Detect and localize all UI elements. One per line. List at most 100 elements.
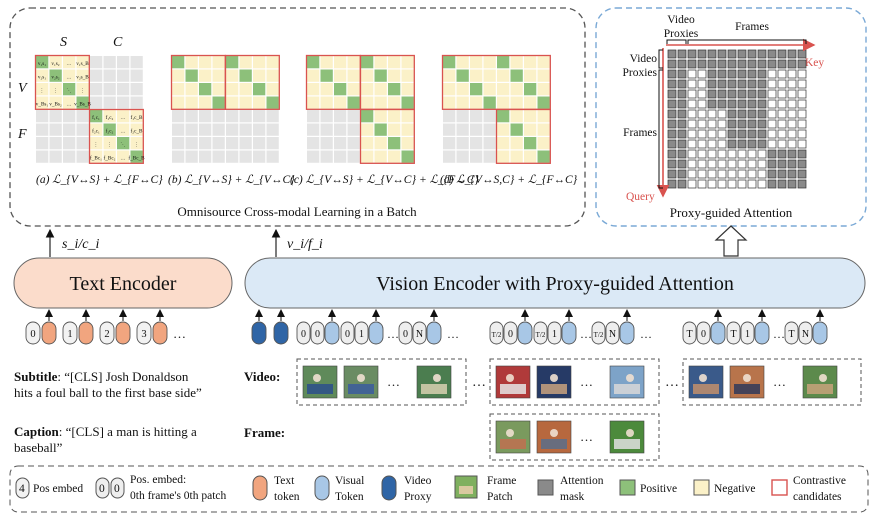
- matrix-cell: [497, 150, 510, 163]
- text-output-label: s_i/c_i: [62, 237, 99, 252]
- attention-cell: [737, 79, 747, 89]
- attention-cell: [697, 109, 707, 119]
- key-label: Key: [805, 57, 824, 69]
- attention-cell: [717, 109, 727, 119]
- matrix-cell: [456, 96, 469, 109]
- pos-embed-label: 0: [345, 329, 350, 340]
- matrix-cell: [199, 83, 212, 96]
- frame-thumbnail: [495, 420, 531, 454]
- matrix-cell: [470, 110, 483, 123]
- pos-embed-pill: [99, 321, 115, 345]
- frame-thumbnail: [802, 365, 838, 399]
- attention-cell: [777, 109, 787, 119]
- attention-cell: [707, 69, 717, 79]
- side-label-frames: Frames: [623, 127, 657, 139]
- attention-cell: [767, 49, 777, 59]
- matrix-cell: [361, 96, 374, 109]
- attention-cell: [677, 179, 687, 189]
- attention-cell: [737, 139, 747, 149]
- matrix-cell-label: f₁c₂: [106, 114, 114, 121]
- thumbnail-detail: [541, 384, 567, 394]
- attention-cell: [757, 169, 767, 179]
- omnisource-panel: [9, 7, 586, 227]
- matrix-cell: [103, 110, 116, 123]
- matrix-cell: [266, 83, 279, 96]
- attention-cell: [697, 169, 707, 179]
- attention-cell: [717, 99, 727, 109]
- matrix-cell: [63, 83, 76, 96]
- matrix-cell: [76, 123, 89, 136]
- pos-embed-pill: [533, 321, 548, 345]
- attention-cell: [667, 119, 677, 129]
- legend-text-token-label: Text: [274, 475, 295, 487]
- matrix-cell: [36, 110, 49, 123]
- matrix-cell: [334, 110, 347, 123]
- matrix-cell: [253, 137, 266, 150]
- matrix-cell: [63, 123, 76, 136]
- matrix-cell: [117, 123, 130, 136]
- attention-cell: [767, 99, 777, 109]
- matrix-cell-label: ⋮: [93, 142, 98, 148]
- matrix-cell-label: v₂s₂: [51, 75, 59, 81]
- attention-cell: [777, 79, 787, 89]
- attention-cell: [757, 49, 767, 59]
- thumbnail-detail: [614, 439, 640, 449]
- attention-cell: [697, 59, 707, 69]
- matrix-cell: [334, 150, 347, 163]
- attention-cell: [677, 119, 687, 129]
- pos-embed-pill: [503, 321, 518, 345]
- visual-token: [710, 321, 726, 345]
- token-ellipsis: …: [773, 327, 785, 341]
- loss-matrix-4: [441, 54, 551, 164]
- matrix-cell: [307, 110, 320, 123]
- matrix-cell-label: f₂c₂: [106, 128, 114, 135]
- attention-cell: [787, 169, 797, 179]
- top-label-frames: Frames: [735, 21, 769, 33]
- attention-cell: [707, 89, 717, 99]
- token-ellipsis: …: [447, 327, 459, 341]
- attention-cell: [687, 139, 697, 149]
- matrix-cell: [76, 96, 89, 109]
- matrix-cell: [483, 110, 496, 123]
- matrix-cell: [76, 83, 89, 96]
- visual-token: [517, 321, 533, 345]
- legend-pos-embed-pill: [15, 477, 30, 499]
- matrix-cell: [361, 110, 374, 123]
- attention-cell: [667, 149, 677, 159]
- top-label-video: Video: [667, 14, 695, 26]
- attention-cell: [767, 119, 777, 129]
- vision-encoder-label: Vision Encoder with Proxy-guided Attenti…: [376, 273, 734, 295]
- frame-thumbnail: [609, 365, 645, 399]
- matrix-cell: [226, 150, 239, 163]
- matrix-cell: [103, 137, 116, 150]
- matrix-cell-label: f_Bc₂: [104, 155, 116, 162]
- thumbnail-figure: [743, 374, 751, 382]
- matrix-cell: [226, 69, 239, 82]
- attention-cell: [777, 159, 787, 169]
- matrix-cell: [185, 83, 198, 96]
- matrix-cell: [239, 137, 252, 150]
- thumbnail-ellipsis: …: [580, 374, 593, 389]
- matrix-cell: [524, 123, 537, 136]
- matrix-cell: [49, 56, 62, 69]
- attention-cell: [797, 69, 807, 79]
- pos-embed-label: 1: [359, 329, 364, 340]
- thumbnail-figure: [313, 374, 321, 382]
- video-label: Video:: [244, 369, 280, 384]
- matrix-cell: [266, 110, 279, 123]
- matrix-cell: [185, 123, 198, 136]
- matrix-cell: [401, 150, 414, 163]
- matrix-cell: [103, 83, 116, 96]
- matrix-cell: [334, 56, 347, 69]
- matrix-cell: [456, 137, 469, 150]
- matrix-cell: [90, 96, 103, 109]
- visual-token: [754, 321, 770, 345]
- matrix-cell-label: …: [120, 129, 125, 135]
- frame-thumbnail: [302, 365, 338, 399]
- matrix-cell: [239, 56, 252, 69]
- matrix-cell: [443, 137, 456, 150]
- attention-cell: [727, 59, 737, 69]
